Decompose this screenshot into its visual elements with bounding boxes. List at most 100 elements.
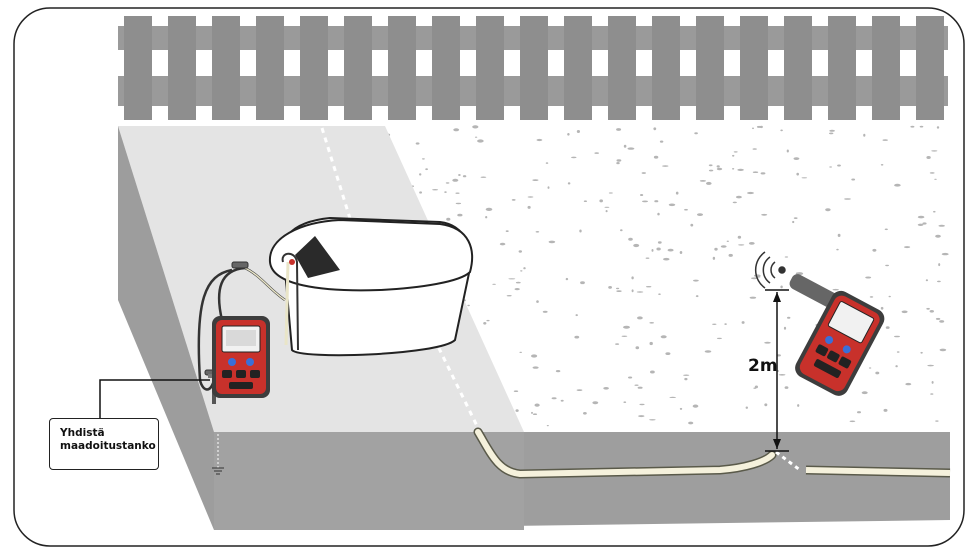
gravel-dot: [714, 248, 717, 251]
gravel-dot: [787, 317, 790, 319]
gravel-dot: [628, 377, 632, 379]
gravel-dot: [942, 253, 949, 255]
gravel-dot: [837, 165, 841, 167]
gravel-dot: [894, 336, 900, 338]
gravel-dot: [508, 278, 515, 279]
gravel-dot: [632, 289, 634, 292]
fence-picket: [872, 16, 900, 120]
gravel-dot: [785, 386, 789, 389]
gravel-dot: [904, 246, 910, 248]
gravel-dot: [444, 191, 447, 193]
gravel-dot: [764, 403, 767, 406]
gravel-dot: [536, 300, 539, 303]
gravel-dot: [531, 354, 537, 357]
transmitter-device: [212, 316, 270, 398]
gravel-dot: [580, 281, 585, 284]
gravel-dot: [712, 324, 716, 325]
gravel-dot: [549, 241, 556, 244]
gravel-dot: [548, 186, 550, 189]
gravel-dot: [920, 126, 924, 128]
gravel-dot: [640, 194, 643, 196]
gravel-dot: [937, 281, 941, 283]
gravel-dot: [753, 388, 756, 389]
gravel-dot: [930, 172, 935, 174]
gravel-dot: [616, 128, 621, 131]
gravel-dot: [637, 316, 643, 319]
gravel-dot: [680, 251, 683, 254]
gravel-dot: [926, 279, 928, 281]
gravel-dot: [764, 342, 771, 344]
gravel-dot: [486, 208, 493, 211]
gravel-dot: [615, 343, 619, 345]
gravel-dot: [918, 216, 924, 219]
gravel-dot: [902, 311, 908, 314]
gravel-dot: [885, 265, 889, 266]
gravel-dot: [616, 162, 619, 164]
gravel-dot: [520, 270, 522, 271]
gravel-dot: [594, 152, 599, 154]
gravel-dot: [752, 128, 754, 130]
gravel-dot: [838, 234, 841, 237]
gravel-dot: [637, 291, 644, 292]
gravel-dot: [453, 128, 459, 131]
gravel-dot: [506, 230, 509, 232]
gravel-dot: [757, 126, 761, 128]
gravel-dot: [485, 216, 487, 218]
gravel-dot: [932, 381, 934, 384]
gravel-dot: [700, 180, 706, 182]
gravel-dot: [713, 257, 715, 260]
gravel-dot: [500, 243, 505, 246]
gravel-dot: [528, 206, 531, 209]
gravel-dot: [669, 397, 676, 398]
gravel-dot: [797, 404, 799, 407]
gravel-dot: [657, 213, 659, 216]
gravel-dot: [516, 409, 519, 412]
gravel-dot: [939, 320, 944, 323]
gravel-dot: [794, 217, 798, 219]
gravel-dot: [927, 365, 934, 367]
gravel-dot: [747, 192, 754, 194]
fence-picket: [520, 16, 548, 120]
gravel-dot: [940, 349, 947, 352]
gravel-dot: [869, 367, 871, 368]
gravel-dot: [850, 421, 856, 423]
gravel-dot: [571, 157, 576, 159]
gravel-dot: [934, 179, 937, 180]
gravel-dot: [662, 165, 668, 167]
fence-picket: [124, 16, 152, 120]
gravel-dot: [865, 277, 871, 279]
gravel-dot: [905, 383, 911, 385]
gravel-dot: [419, 173, 421, 175]
gravel-dot: [535, 404, 540, 407]
callout-line-1: Yhdistä: [60, 427, 158, 440]
gravel-dot: [537, 139, 543, 141]
robot-mower: [270, 218, 472, 355]
gravel-dot: [936, 318, 940, 320]
fence-picket: [608, 16, 636, 120]
gravel-dot: [886, 326, 890, 329]
gravel-dot: [483, 322, 486, 325]
fence-picket: [212, 16, 240, 120]
gravel-dot: [620, 229, 623, 231]
gravel-dot: [792, 221, 794, 223]
gravel-dot: [623, 401, 626, 403]
gravel-dot: [779, 374, 786, 376]
gravel-dot: [709, 164, 713, 166]
gravel-dot: [533, 413, 537, 415]
distance-label: 2m: [748, 356, 778, 376]
gravel-dot: [523, 267, 525, 269]
gravel-dot: [863, 134, 865, 137]
gravel-dot: [658, 241, 662, 243]
gravel-dot: [761, 214, 767, 216]
gravel-dot: [717, 165, 720, 167]
gravel-dot: [516, 282, 521, 284]
gravel-dot: [455, 193, 459, 194]
gravel-dot: [622, 336, 628, 337]
gravel-dot: [654, 200, 658, 202]
gravel-dot: [631, 276, 633, 279]
fence-picket: [828, 16, 856, 120]
gravel-dot: [669, 204, 675, 207]
gravel-dot: [727, 241, 729, 242]
gravel-dot: [736, 196, 742, 199]
gravel-dot: [894, 184, 901, 187]
